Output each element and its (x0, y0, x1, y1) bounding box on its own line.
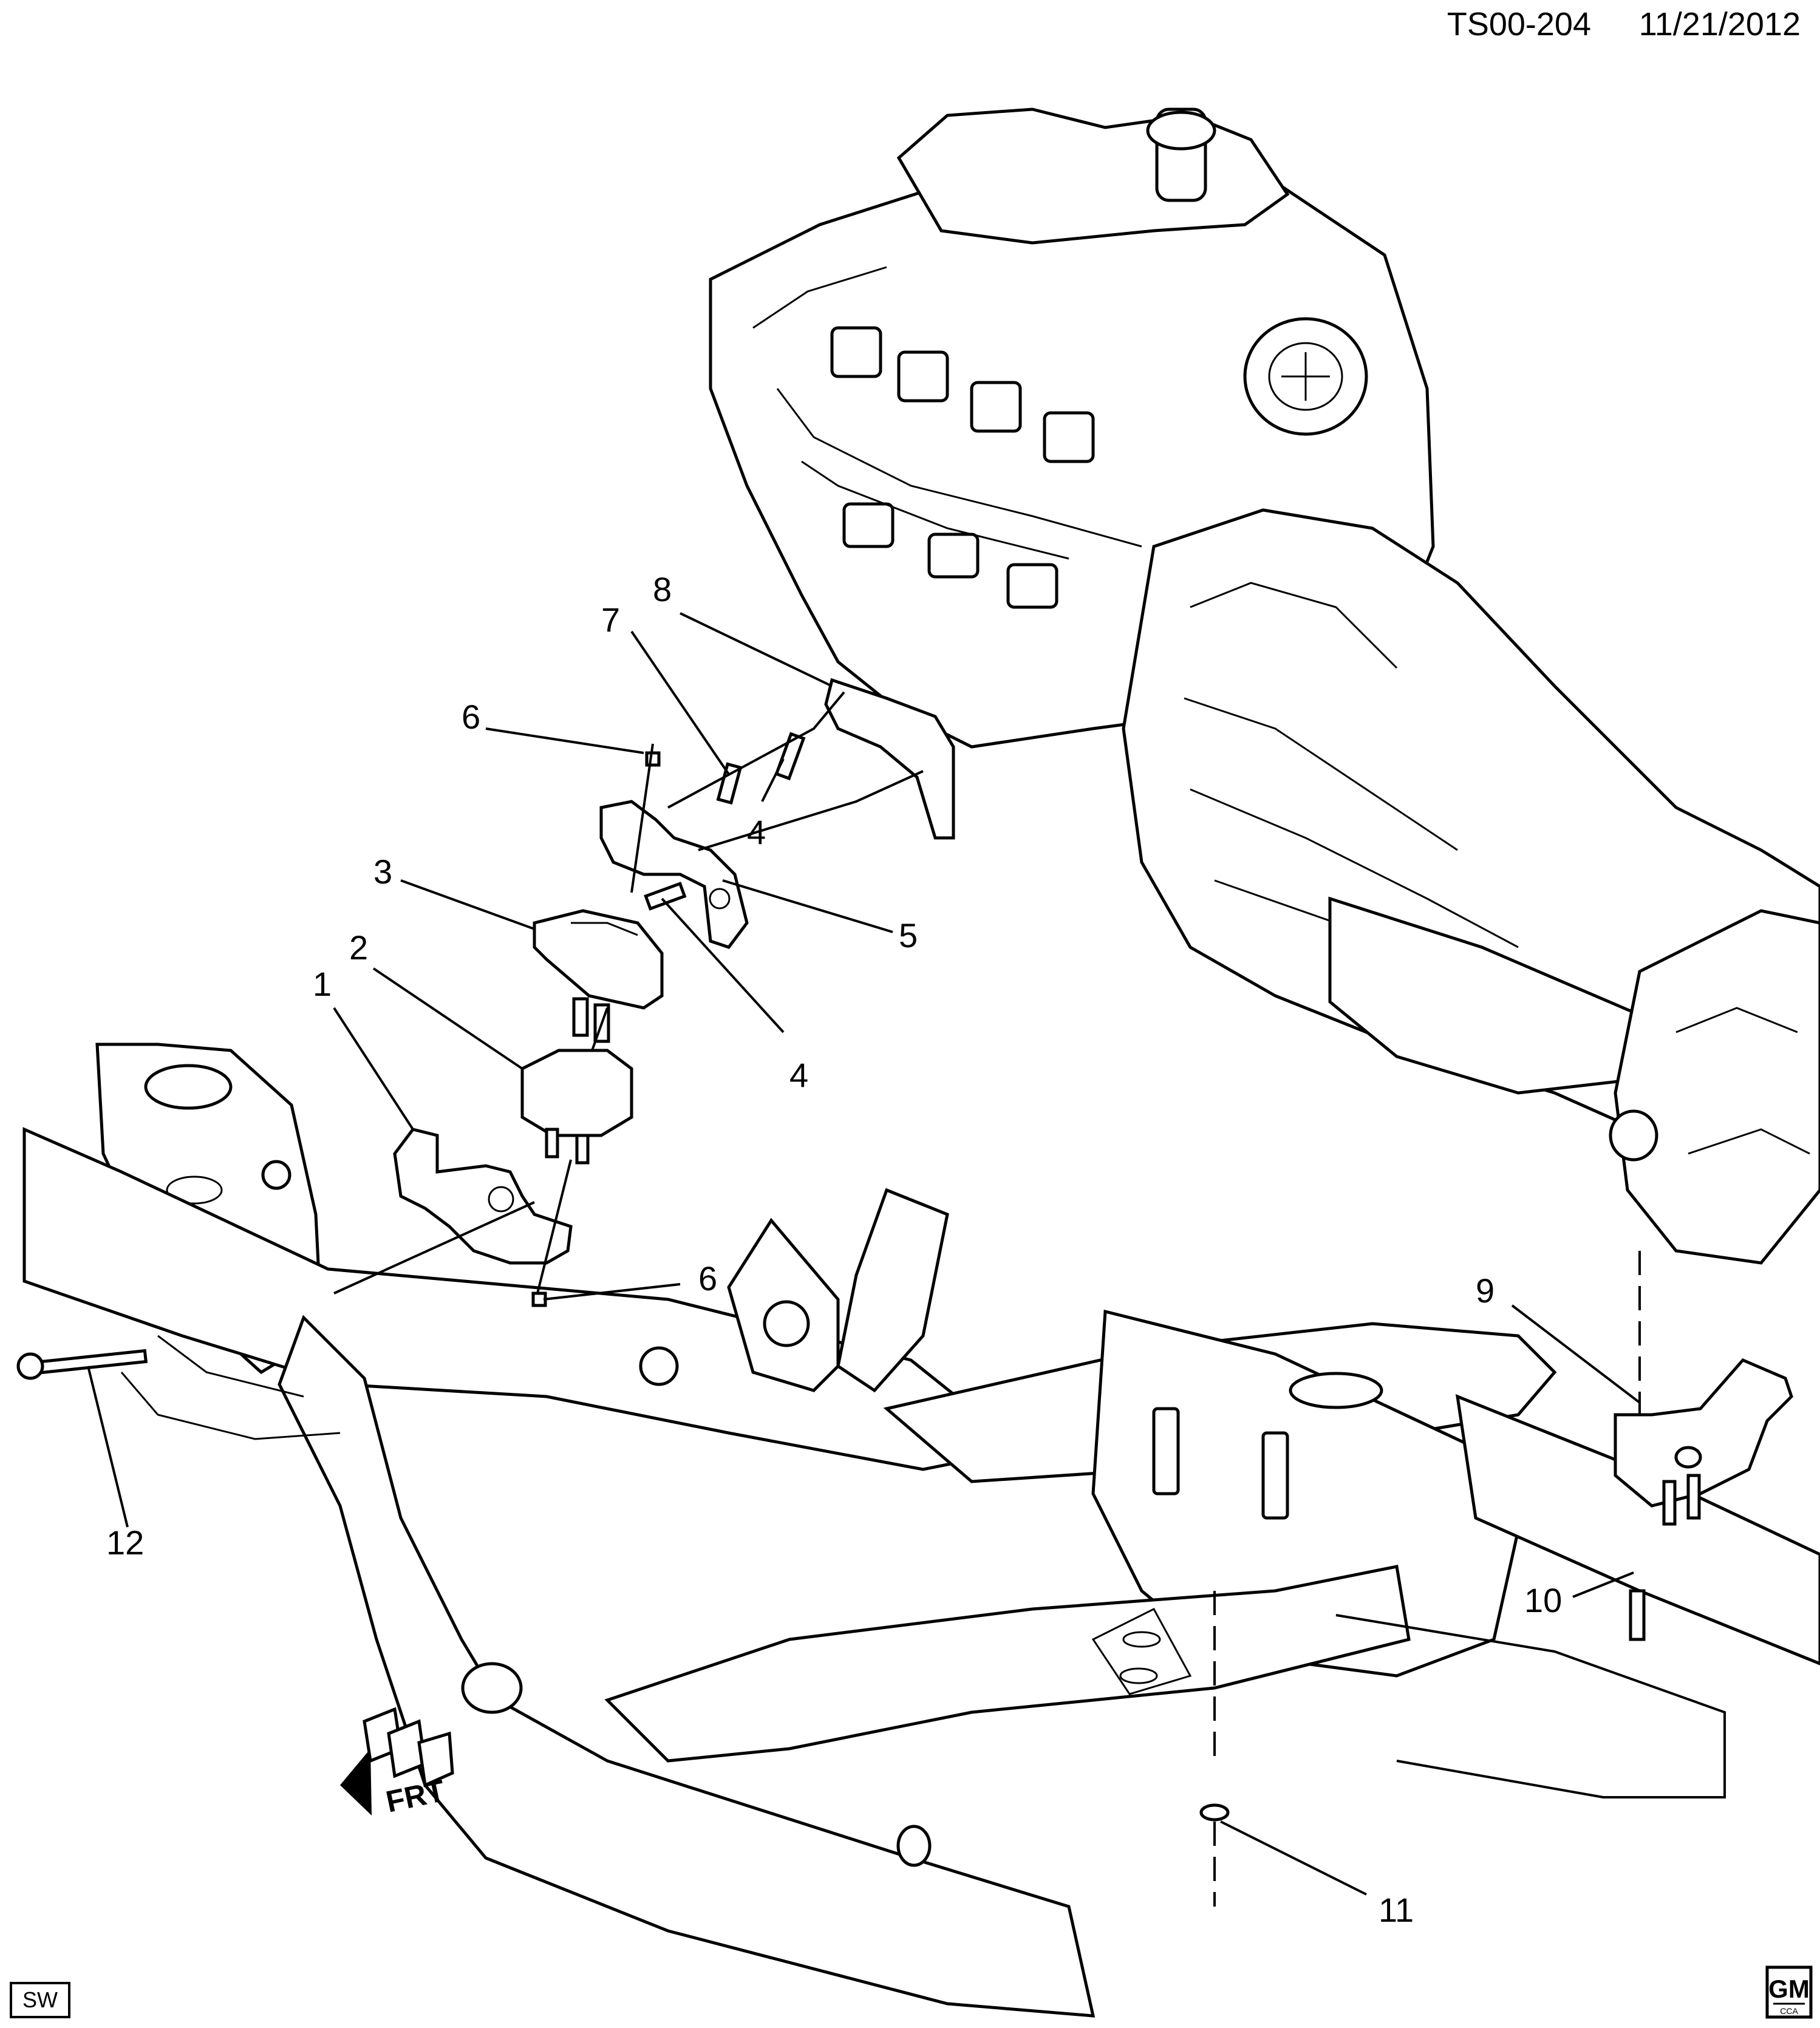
chassis-frame (22, 1043, 1820, 2018)
callout-9: 9 (1476, 1271, 1495, 1310)
callout-12: 12 (106, 1523, 144, 1562)
part-engine-mount-bracket-upper (599, 800, 749, 949)
diagram-code: TS00-204 (1447, 6, 1591, 43)
part-engine-mount (520, 997, 633, 1165)
part-bolts (16, 732, 1646, 1822)
callout-6a: 6 (462, 698, 480, 736)
callout-7: 7 (601, 601, 620, 639)
part-bracket-8 (824, 678, 955, 840)
callout-4b: 4 (789, 1056, 808, 1094)
svg-text:SW: SW (22, 1987, 58, 2012)
part-transmission-mount (1614, 1358, 1793, 1526)
callout-5: 5 (899, 916, 918, 954)
part-heat-shield (533, 909, 664, 1010)
leader-lines (87, 612, 1641, 1896)
svg-text:GM: GM (1768, 1975, 1810, 2003)
callout-10: 10 (1524, 1581, 1562, 1619)
callout-1: 1 (313, 965, 332, 1003)
callout-3: 3 (373, 852, 392, 891)
callout-6b: 6 (698, 1259, 717, 1298)
front-arrow-label: FRT (383, 1774, 448, 1819)
gm-logo: GM CCA (1765, 1965, 1813, 2019)
callout-11: 11 (1379, 1891, 1414, 1929)
diagram-date: 11/21/2012 (1639, 6, 1801, 43)
svg-text:CCA: CCA (1780, 2006, 1798, 2016)
alignment-lines (333, 691, 1726, 1907)
part-engine-mount-bracket (393, 1128, 573, 1265)
callout-8: 8 (653, 570, 672, 608)
callout-labels: 1 2 3 4 4 5 6 6 7 8 9 10 11 12 (106, 570, 1562, 1929)
callout-2: 2 (349, 928, 368, 967)
callout-4a: 4 (747, 813, 766, 851)
engine-transmission-assembly (709, 107, 1820, 1265)
sw-badge: SW (10, 1982, 70, 2018)
